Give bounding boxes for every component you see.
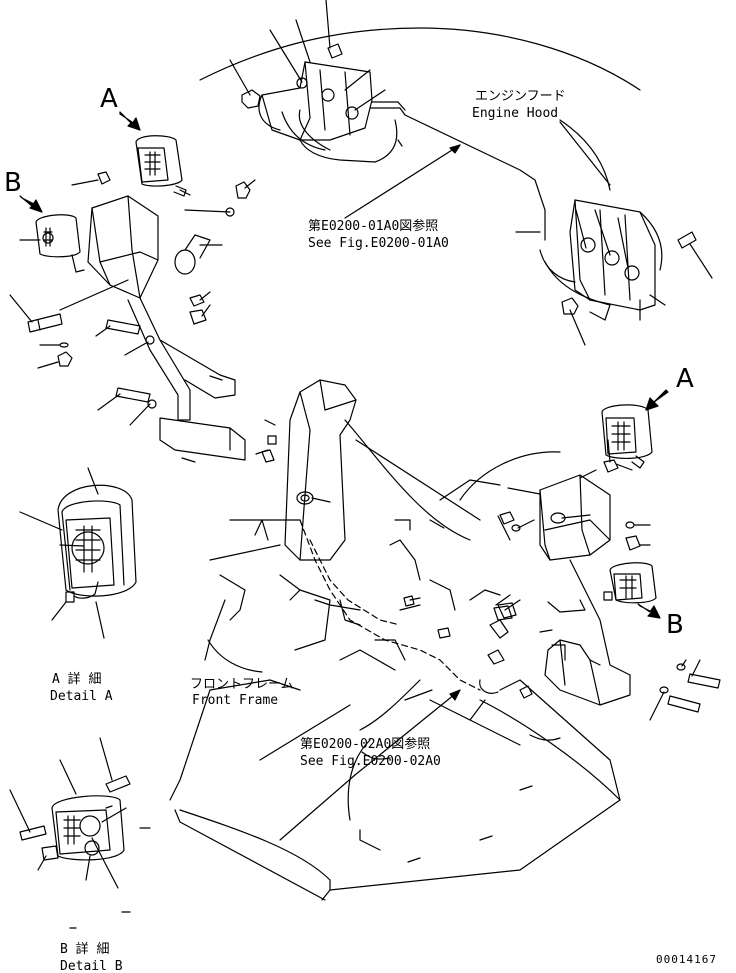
detail-b-label-jp: B 詳 細 [60, 942, 110, 957]
reference-1-label-en: See Fig.E0200-01A0 [308, 236, 449, 251]
reference-1-label-jp: 第E0200-01A0図参照 [308, 219, 439, 234]
lamp-bracket-right [493, 439, 721, 721]
view-b-marker-right: B [666, 610, 684, 640]
lamp-wiring [299, 101, 546, 241]
engine-hood-label-jp: エンジンフード [475, 89, 566, 104]
detail-a-label-jp: A 詳 細 [52, 672, 102, 687]
lamp-b-right [603, 562, 657, 604]
lamp-a-upper-left [135, 135, 187, 197]
drawing-number: 00014167 [656, 953, 717, 966]
view-arrows [19, 111, 669, 619]
lamp-a-right [601, 404, 653, 469]
view-a-marker-top: A [100, 84, 118, 114]
detail-b-drawing [9, 737, 151, 929]
reference-2-label-jp: 第E0200-02A0図参照 [300, 737, 431, 752]
rear-lamp-right-assembly [515, 199, 713, 346]
engine-hood-label-en: Engine Hood [472, 106, 559, 121]
rear-lamp-left-assembly [229, 0, 386, 151]
view-a-marker-right: A [676, 364, 694, 394]
front-frame-structure [169, 379, 621, 901]
lamp-b-left [19, 214, 85, 273]
detail-b-label-en: Detail B [60, 959, 123, 973]
front-frame-label-jp: フロントフレーム [190, 677, 294, 692]
front-frame-label-en: Front Frame [192, 693, 279, 708]
detail-a-drawing [19, 467, 137, 639]
engine-hood-leader [559, 121, 611, 186]
detail-a-label-en: Detail A [50, 689, 113, 704]
reference-2-label-en: See Fig.E0200-02A0 [300, 754, 441, 769]
lamp-bracket-left [9, 171, 256, 463]
view-b-marker-left: B [4, 168, 22, 198]
